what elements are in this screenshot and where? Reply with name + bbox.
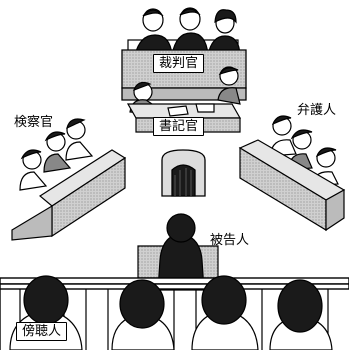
- clerk-label: 書記官: [153, 117, 205, 136]
- witness-stand: [161, 149, 206, 197]
- prosecutor-group: [11, 118, 127, 241]
- defendant-group: [137, 213, 219, 291]
- judge-label: 裁判官: [153, 54, 205, 73]
- defendant-label: 被告人: [210, 233, 250, 248]
- defense-group: [238, 115, 346, 232]
- defense-label: 弁護人: [297, 103, 337, 118]
- prosecutor-label: 検察官: [14, 115, 54, 130]
- audience-label: 傍聴人: [16, 322, 68, 341]
